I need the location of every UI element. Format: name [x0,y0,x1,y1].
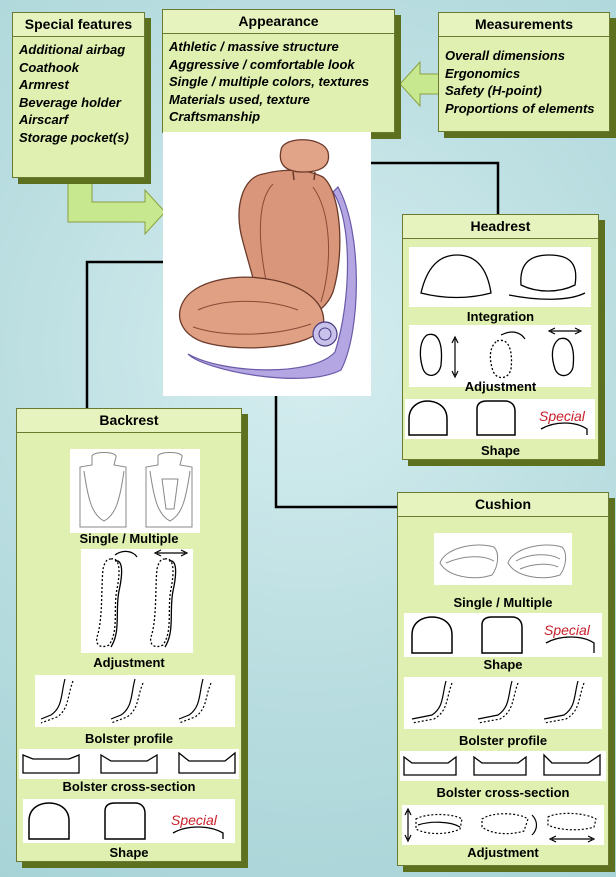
cushion-shape-caption: Shape [398,657,608,672]
measurement-item: Ergonomics [445,65,603,83]
cushion-single-multiple-caption: Single / Multiple [398,595,608,610]
backrest-shape-caption: Shape [17,845,241,860]
feature-item: Coathook [19,59,138,77]
cushion-adjustment-image [402,805,604,845]
appearance-item: Athletic / massive structure [169,38,388,56]
cushion-bolster-cross-section-image [400,751,606,781]
backrest-special-label: Special [171,812,218,828]
appearance-item: Aggressive / comfortable look [169,56,388,74]
measurements-to-appearance-arrow [400,62,440,106]
backrest-single-multiple-image [70,449,200,533]
seat-sketch-panel [163,132,371,396]
headrest-adjustment-caption: Adjustment [403,379,598,394]
backrest-bolster-cross-section-caption: Bolster cross-section [17,779,241,794]
special-features-box: Special features Additional airbag Coath… [12,12,145,178]
seat-sketch [163,132,371,396]
cushion-shape-image: Special [404,613,602,657]
feature-item: Airscarf [19,111,138,129]
headrest-integration-image [409,247,591,307]
cushion-title: Cushion [398,493,608,517]
cushion-special-label: Special [544,622,591,638]
backrest-bolster-profile-image [35,675,235,727]
cushion-adjustment-caption: Adjustment [398,845,608,860]
measurements-box: Measurements Overall dimensions Ergonomi… [438,12,610,132]
headrest-shape-caption: Shape [403,443,598,458]
backrest-title: Backrest [17,409,241,433]
backrest-adjustment-caption: Adjustment [17,655,241,670]
backrest-single-multiple-caption: Single / Multiple [17,531,241,546]
cushion-bolster-cross-section-caption: Bolster cross-section [398,785,608,800]
headrest-adjustment-image [409,325,591,387]
appearance-item: Single / multiple colors, textures [169,73,388,91]
backrest-box: Backrest Single / Multiple Adjustment [16,408,242,862]
cushion-bolster-profile-caption: Bolster profile [398,733,608,748]
appearance-title: Appearance [163,10,394,34]
special-to-seat-arrow [68,180,165,234]
headrest-title: Headrest [403,215,598,239]
backrest-shape-image: Special [23,799,235,843]
measurements-title: Measurements [439,13,609,37]
feature-item: Storage pocket(s) [19,129,138,147]
measurement-item: Safety (H-point) [445,82,603,100]
headrest-box: Headrest Integration Adjustment Special … [402,214,599,460]
appearance-item: Materials used, texture [169,91,388,109]
headrest-shape-image: Special [405,399,595,439]
feature-item: Armrest [19,76,138,94]
backrest-bolster-cross-section-image [19,749,239,779]
cushion-single-multiple-image [434,533,572,585]
feature-item: Beverage holder [19,94,138,112]
appearance-box: Appearance Athletic / massive structure … [162,9,395,133]
measurement-item: Proportions of elements [445,100,603,118]
cushion-box: Cushion Single / Multiple Special Shape … [397,492,609,866]
measurement-item: Overall dimensions [445,47,603,65]
feature-item: Additional airbag [19,41,138,59]
backrest-bolster-profile-caption: Bolster profile [17,731,241,746]
backrest-adjustment-image [81,549,193,653]
cushion-bolster-profile-image [404,677,602,729]
headrest-special-label: Special [539,408,586,424]
headrest-integration-caption: Integration [403,309,598,324]
appearance-item: Craftsmanship [169,108,388,126]
special-features-title: Special features [13,13,144,37]
